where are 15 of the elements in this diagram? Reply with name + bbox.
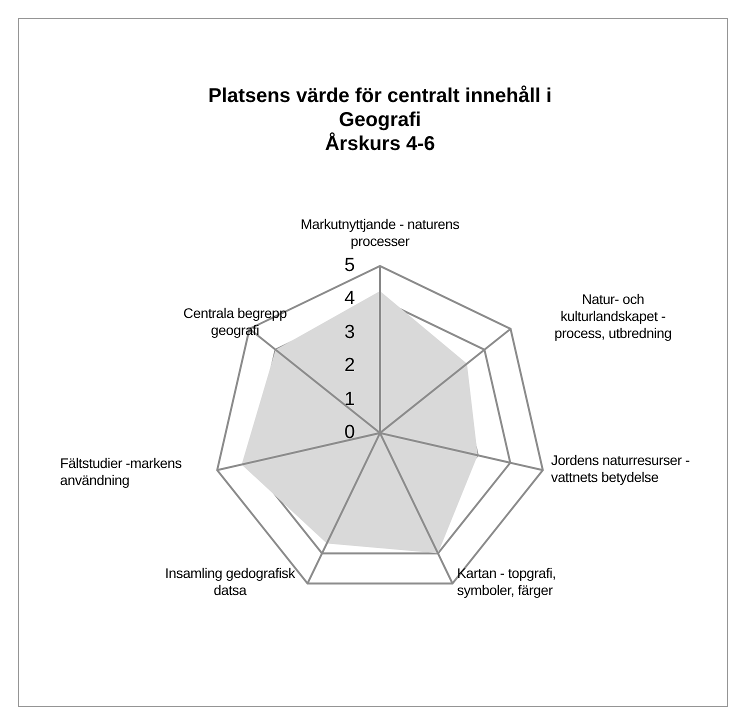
axis-label: Insamling gedografisk datsa bbox=[164, 565, 296, 599]
axis-label: Centrala begrepp geografi bbox=[182, 305, 288, 339]
chart-title: Platsens värde för centralt innehåll i Geografi bbox=[207, 84, 553, 132]
axis-label: Kartan - topgrafi, symboler, färger bbox=[457, 565, 557, 599]
axis-label: Fältstudier -markens användning bbox=[60, 455, 183, 489]
axis-label: Markutnyttjande - naturens processer bbox=[300, 216, 460, 250]
tick-label: 5 bbox=[343, 256, 355, 276]
axis-label: Natur- och kulturlandskapet - process, utbredning bbox=[553, 291, 673, 342]
tick-label: 3 bbox=[343, 322, 355, 343]
tick-label: 4 bbox=[343, 289, 355, 310]
tick-label: 2 bbox=[343, 356, 355, 376]
axis-label: Jordens naturresurser - vattnets betydelse bbox=[551, 452, 691, 486]
chart-subtitle: Årskurs 4-6 bbox=[324, 132, 436, 156]
tick-label: 0 bbox=[343, 423, 355, 443]
tick-label: 1 bbox=[343, 390, 355, 410]
